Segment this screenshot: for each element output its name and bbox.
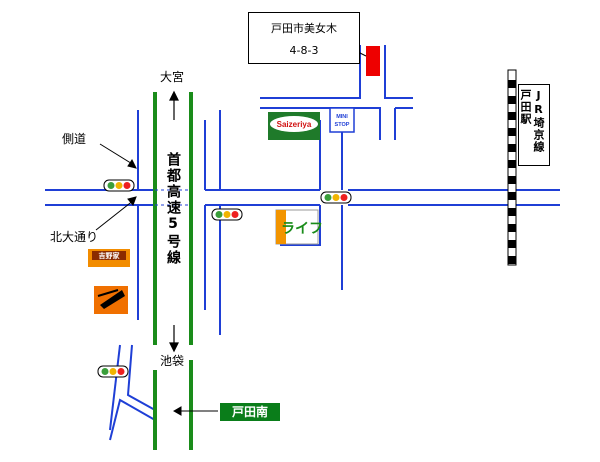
address-line1: 戸田市美女木: [271, 22, 337, 35]
label-sokudo: 側道: [62, 132, 87, 146]
svg-text:ライフ: ライフ: [281, 221, 323, 237]
saizeriya-logo: Saizeriya: [268, 112, 320, 140]
autobacs-logo: [94, 286, 128, 314]
label-ikebukuro: 池袋: [160, 354, 185, 368]
direction-arrows: [169, 90, 179, 353]
label-pointers: [95, 143, 218, 416]
traffic-light-4: [97, 365, 129, 378]
svg-text:吉野家: 吉野家: [99, 251, 121, 260]
svg-text:STOP: STOP: [335, 122, 350, 128]
jr-line-name: JR埼京線: [532, 89, 545, 153]
ministop-logo: MINI STOP: [329, 107, 355, 133]
expressway-lines: [153, 92, 193, 450]
address-callout: 戸田市美女木 4-8-3: [248, 12, 360, 64]
jr-label-box: JR埼京線 戸田駅: [518, 84, 550, 166]
jr-railway: [507, 69, 517, 266]
yoshinoya-logo: 吉野家: [88, 249, 130, 267]
jr-station-name: 戸田駅: [519, 89, 532, 125]
svg-text:MINI: MINI: [336, 114, 348, 120]
label-kitaodori: 北大通り: [50, 230, 99, 244]
target-marker: [366, 46, 380, 76]
traffic-light-3: [320, 191, 352, 204]
svg-text:Saizeriya: Saizeriya: [277, 120, 312, 129]
life-logo: ライフ: [275, 209, 323, 245]
address-line2: 4-8-3: [289, 44, 319, 57]
traffic-light-2: [211, 208, 243, 221]
label-expressway: 首都高速5号線: [165, 152, 181, 266]
underpass: [155, 189, 191, 206]
roads: [45, 45, 560, 441]
station-badge: 戸田南: [220, 403, 280, 421]
traffic-light-1: [103, 179, 135, 192]
label-omiya: 大宮: [160, 70, 185, 84]
